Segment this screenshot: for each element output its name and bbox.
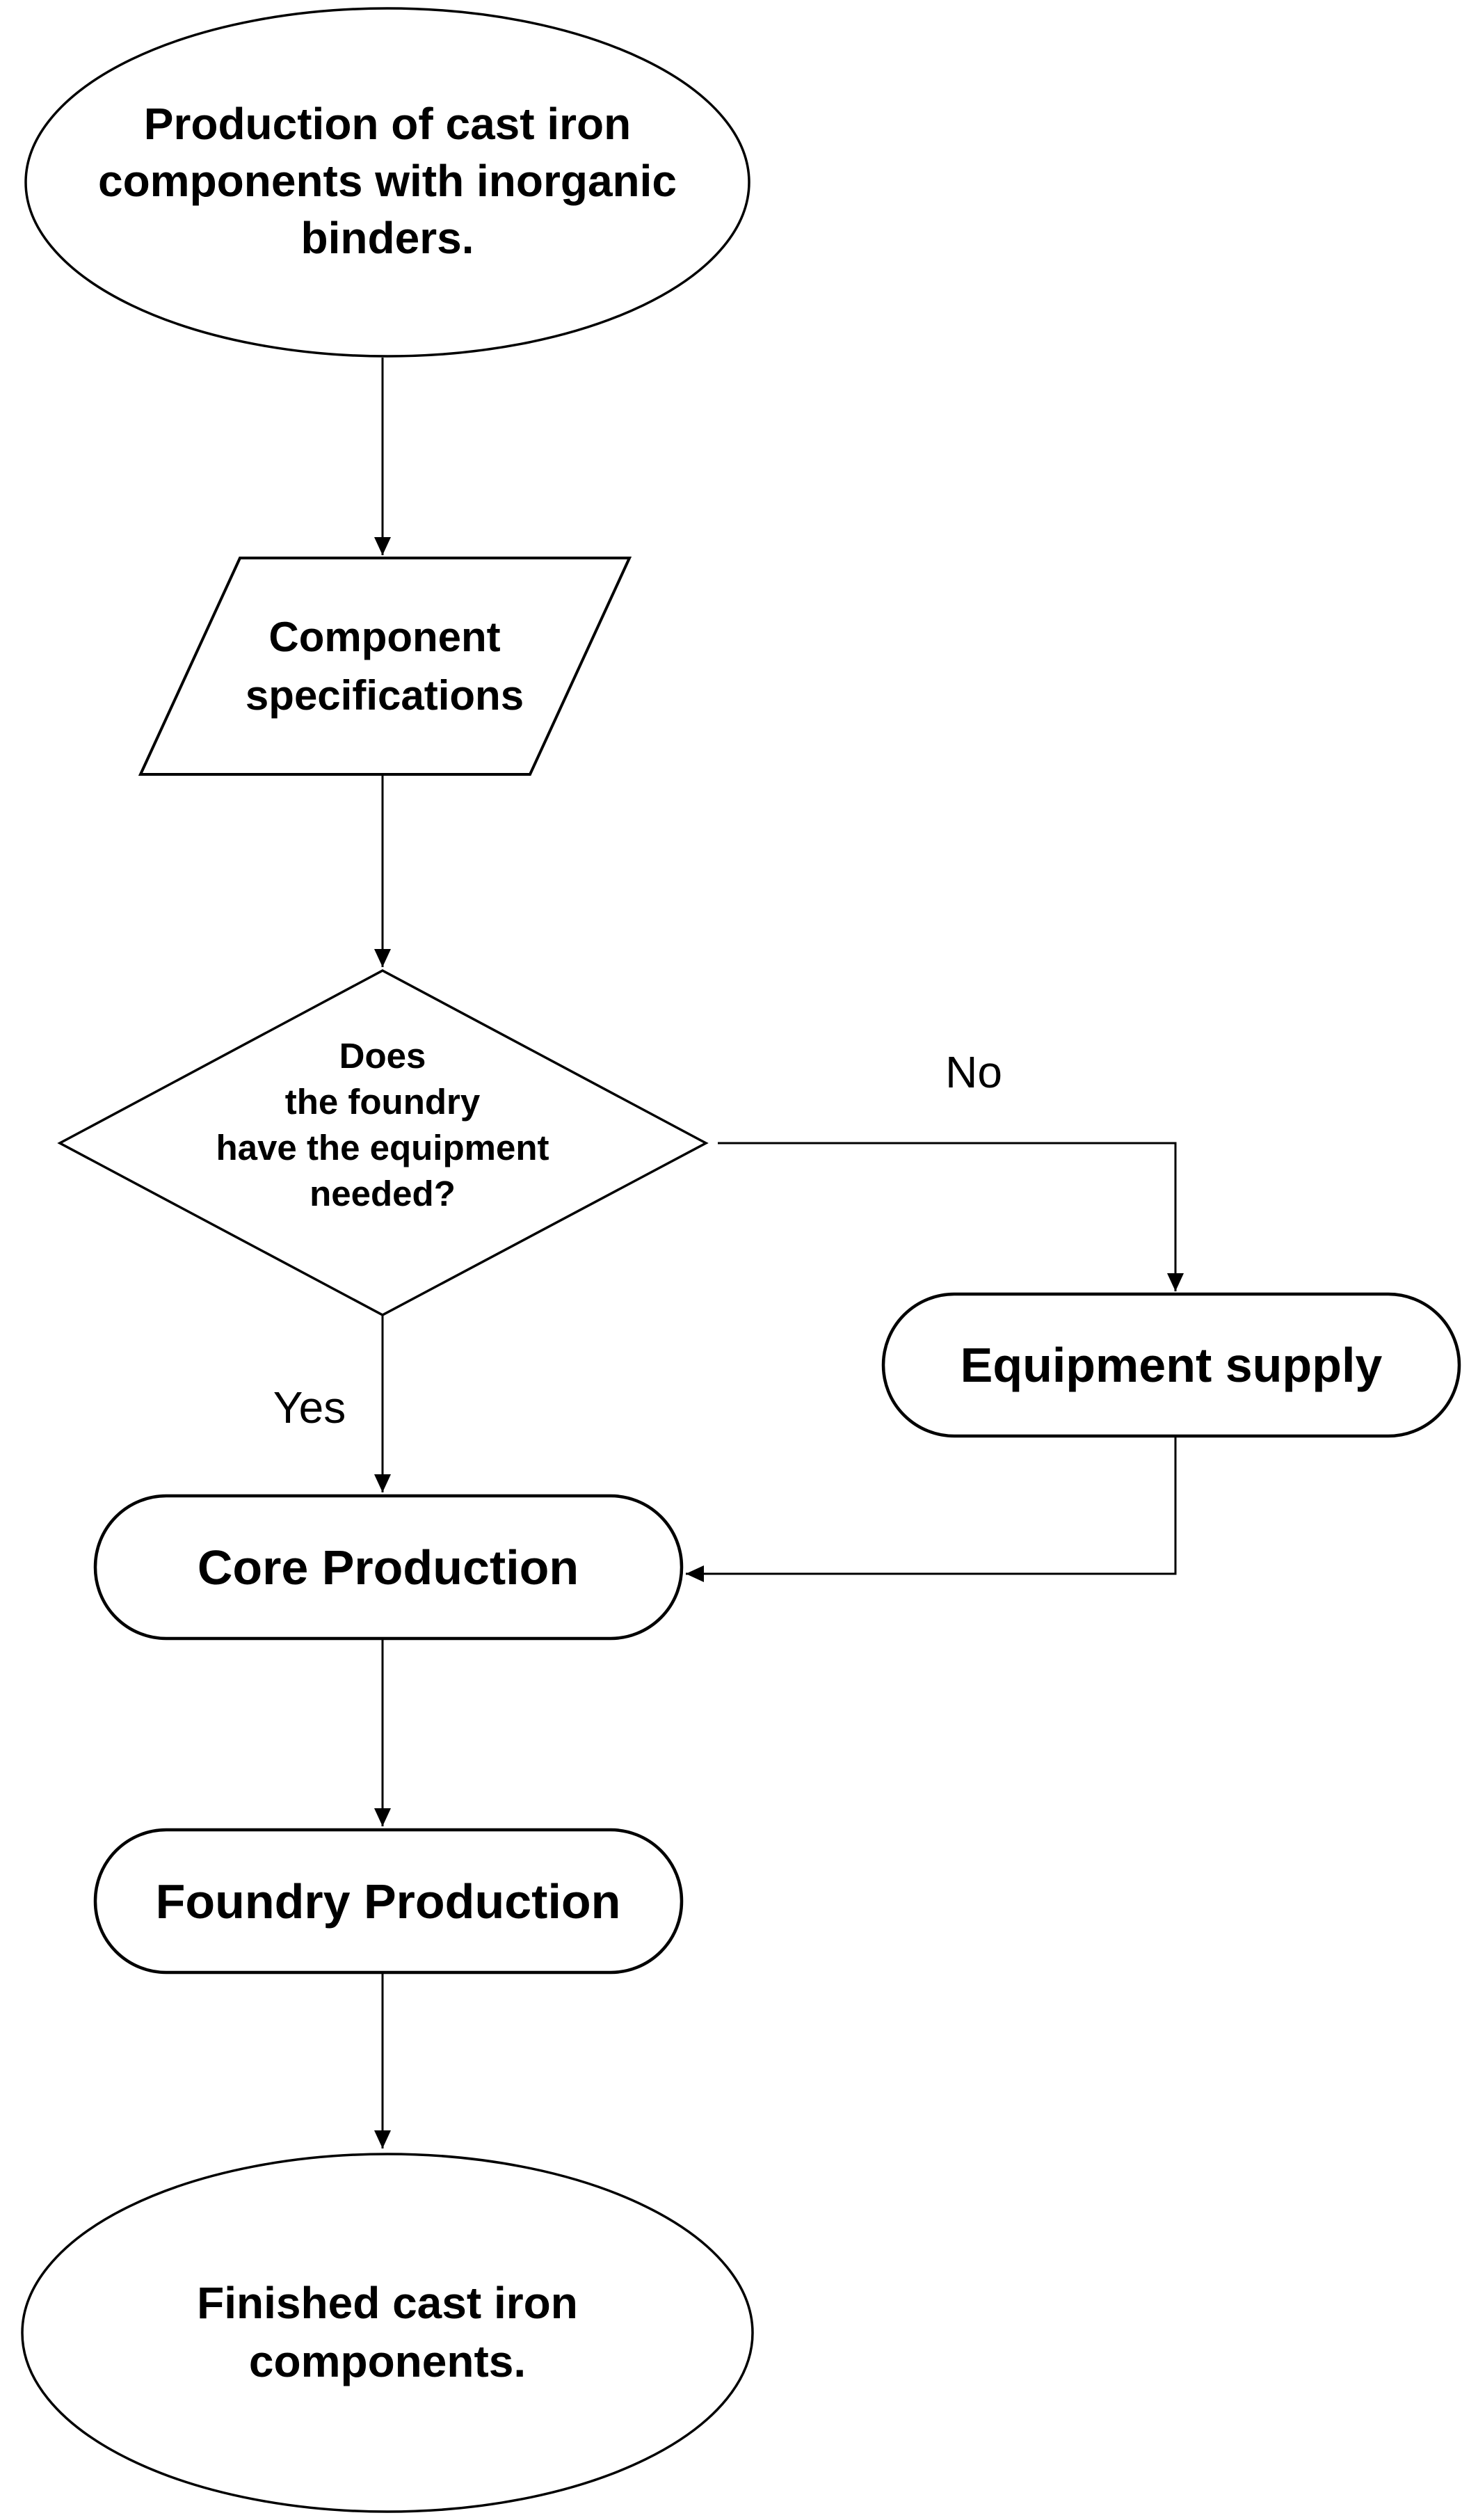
foundry-production-label: Foundry Production xyxy=(156,1874,621,1929)
start-node-label-line3: binders. xyxy=(301,213,474,263)
foundry-production-node xyxy=(93,1828,684,1975)
edge-no-to-equipment-supply xyxy=(718,1142,1184,1291)
core-production-node xyxy=(93,1494,684,1641)
start-node-label-line2: components with inorganic xyxy=(98,156,677,206)
core-production-label: Core Production xyxy=(198,1540,579,1595)
component-specifications-label-line2: specifications xyxy=(246,672,524,719)
equipment-decision-label-line1: Does xyxy=(339,1036,426,1076)
component-specifications-node xyxy=(138,557,632,776)
equipment-decision-label-line3: have the equipment xyxy=(216,1128,549,1167)
edge-equipment-supply-to-core-production xyxy=(686,1436,1177,1582)
equipment-decision-label-line2: the foundry xyxy=(285,1082,481,1122)
equipment-supply-label: Equipment supply xyxy=(961,1338,1383,1392)
start-node xyxy=(24,7,750,358)
component-specifications-label-line1: Component xyxy=(268,614,500,660)
branch-label-no: No xyxy=(945,1047,1002,1097)
equipment-supply-node xyxy=(881,1292,1461,1438)
equipment-decision-label-line4: needed? xyxy=(310,1174,456,1213)
start-node-label-line1: Production of cast iron xyxy=(144,99,631,149)
equipment-decision-node xyxy=(57,969,709,1316)
end-node-label-line1: Finished cast iron xyxy=(197,2278,578,2328)
end-node xyxy=(21,2153,754,2513)
branch-label-yes: Yes xyxy=(273,1382,346,1433)
end-node-label-line2: components. xyxy=(249,2336,526,2386)
